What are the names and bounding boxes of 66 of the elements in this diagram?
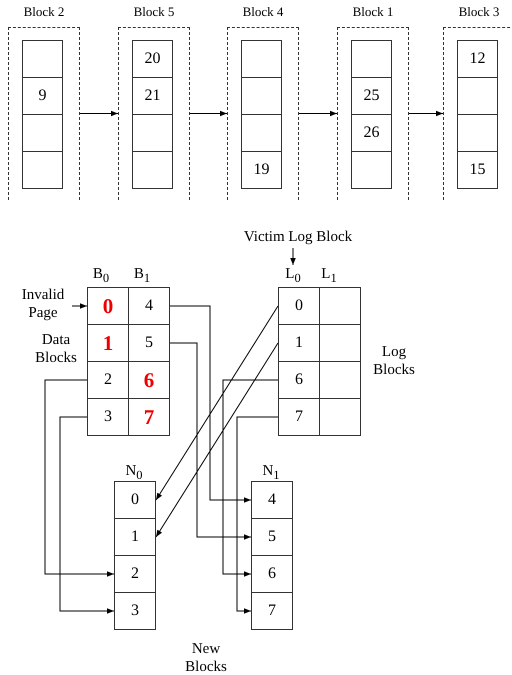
page-cell: 3 (87, 398, 129, 436)
column-header: L$_{0}$ (280, 265, 306, 285)
page-cell: 9 (22, 77, 63, 115)
arrow (170, 342, 252, 540)
arrow (408, 110, 444, 116)
page-cell: 26 (351, 114, 392, 152)
page-cell: 7 (278, 398, 320, 436)
callout-text: Invalid Page (14, 286, 72, 324)
arrow (222, 380, 278, 577)
column-header: L$_{1}$ (320, 265, 338, 287)
page-cell (241, 114, 282, 152)
column-header: N$_{1}$ (261, 462, 281, 484)
block-title: Block 1 (352, 3, 394, 21)
page-cell (351, 40, 392, 78)
page-cell: 2 (114, 555, 156, 593)
page-cell: 15 (457, 151, 498, 189)
page-cell (319, 287, 361, 325)
page-cell (319, 398, 361, 436)
group-label: Log Blocks (372, 343, 416, 379)
callout-text: Victim Log Block (228, 228, 368, 248)
page-cell (351, 151, 392, 189)
block-title: Block 3 (458, 3, 500, 21)
page-cell: 0 (87, 287, 129, 325)
page-cell: 7 (251, 592, 293, 630)
column-header: N$_{0}$ (124, 462, 144, 484)
arrow (156, 342, 278, 538)
block-title: Block 4 (242, 3, 284, 21)
page-cell (241, 77, 282, 115)
page-cell: 1 (114, 518, 156, 556)
column-header: B$_{0}$ (92, 265, 110, 287)
page-cell: 6 (251, 555, 293, 593)
column-header: B$_{1}$ (132, 265, 152, 287)
arrow (60, 416, 114, 614)
block-title: Block 5 (132, 3, 176, 21)
page-cell (132, 151, 173, 189)
arrow (156, 306, 278, 500)
page-cell: 0 (114, 481, 156, 519)
page-cell (22, 114, 63, 152)
page-cell: 4 (128, 287, 170, 325)
page-cell: 0 (278, 287, 320, 325)
page-cell (132, 114, 173, 152)
page-cell: 21 (132, 77, 173, 115)
arrow (170, 306, 252, 503)
page-cell: 20 (132, 40, 173, 78)
arrow (80, 110, 118, 116)
page-cell (241, 40, 282, 78)
block-title: Block 2 (22, 3, 66, 21)
page-cell: 19 (241, 151, 282, 189)
group-label: Data Blocks (34, 331, 78, 367)
page-cell: 3 (114, 592, 156, 630)
page-cell (457, 77, 498, 115)
arrow (190, 110, 228, 116)
arrow (72, 303, 88, 309)
arrow (290, 248, 296, 266)
page-cell: 5 (251, 518, 293, 556)
page-cell (457, 114, 498, 152)
page-cell (22, 40, 63, 78)
arrow (298, 110, 338, 116)
page-cell: 4 (251, 481, 293, 519)
page-cell: 25 (351, 77, 392, 115)
group-label: New Blocks (184, 640, 228, 675)
arrow (44, 380, 114, 577)
page-cell: 7 (128, 398, 170, 436)
arrow (236, 416, 278, 614)
page-cell: 12 (457, 40, 498, 78)
page-cell (22, 151, 63, 189)
